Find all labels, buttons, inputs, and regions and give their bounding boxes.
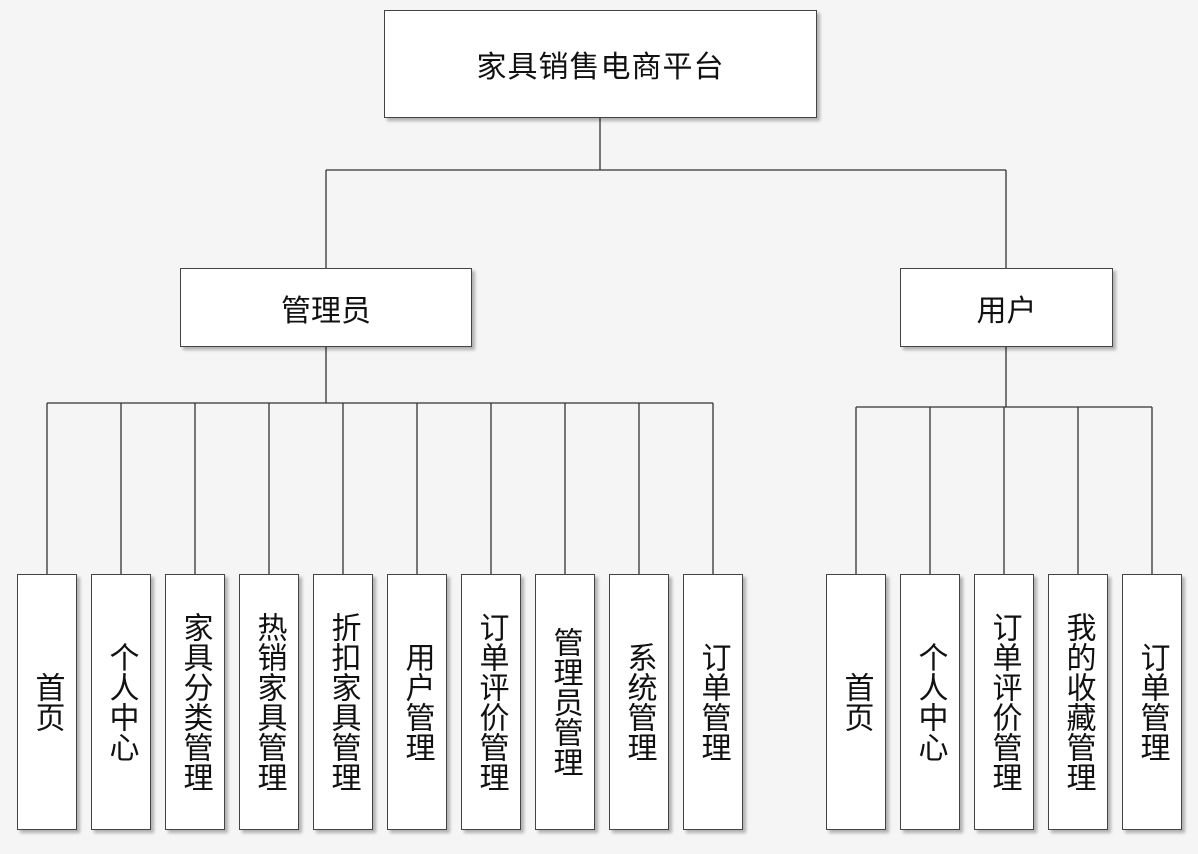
module-node-admin-profile: 个人中心 <box>91 574 151 830</box>
module-node-label: 系统管理 <box>621 642 657 762</box>
module-node-admin-order-reviews: 订单评价管理 <box>461 574 521 830</box>
root-node: 家具销售电商平台 <box>384 10 817 118</box>
module-node-user-favorites: 我的收藏管理 <box>1048 574 1108 830</box>
module-node-user-order-reviews: 订单评价管理 <box>974 574 1034 830</box>
module-node-label: 首页 <box>29 672 65 732</box>
module-node-label: 订单管理 <box>695 642 731 762</box>
module-node-admin-category: 家具分类管理 <box>165 574 225 830</box>
role-node-user-label: 用户 <box>976 293 1037 329</box>
module-node-user-home: 首页 <box>826 574 886 830</box>
module-node-label: 我的收藏管理 <box>1060 612 1096 792</box>
module-node-label: 个人中心 <box>103 642 139 762</box>
module-node-label: 折扣家具管理 <box>325 612 361 792</box>
module-node-label: 家具分类管理 <box>177 612 213 792</box>
module-node-admin-system: 系统管理 <box>609 574 669 830</box>
role-node-user: 用户 <box>900 268 1113 347</box>
module-node-label: 订单评价管理 <box>986 612 1022 792</box>
module-node-user-profile: 个人中心 <box>900 574 960 830</box>
root-node-label: 家具销售电商平台 <box>476 50 725 85</box>
module-node-label: 订单评价管理 <box>473 612 509 792</box>
module-node-label: 个人中心 <box>912 642 948 762</box>
module-node-admin-hot-furniture: 热销家具管理 <box>239 574 299 830</box>
module-node-admin-administrators: 管理员管理 <box>535 574 595 830</box>
module-node-label: 管理员管理 <box>547 627 583 777</box>
module-node-label: 热销家具管理 <box>251 612 287 792</box>
module-node-admin-users: 用户管理 <box>387 574 447 830</box>
module-node-admin-discount-furniture: 折扣家具管理 <box>313 574 373 830</box>
module-node-admin-home: 首页 <box>17 574 77 830</box>
module-node-label: 首页 <box>838 672 874 732</box>
module-node-user-orders: 订单管理 <box>1122 574 1182 830</box>
module-node-label: 用户管理 <box>399 642 435 762</box>
module-node-label: 订单管理 <box>1134 642 1170 762</box>
module-node-admin-orders: 订单管理 <box>683 574 743 830</box>
role-node-admin-label: 管理员 <box>281 293 371 329</box>
role-node-admin: 管理员 <box>180 268 472 347</box>
